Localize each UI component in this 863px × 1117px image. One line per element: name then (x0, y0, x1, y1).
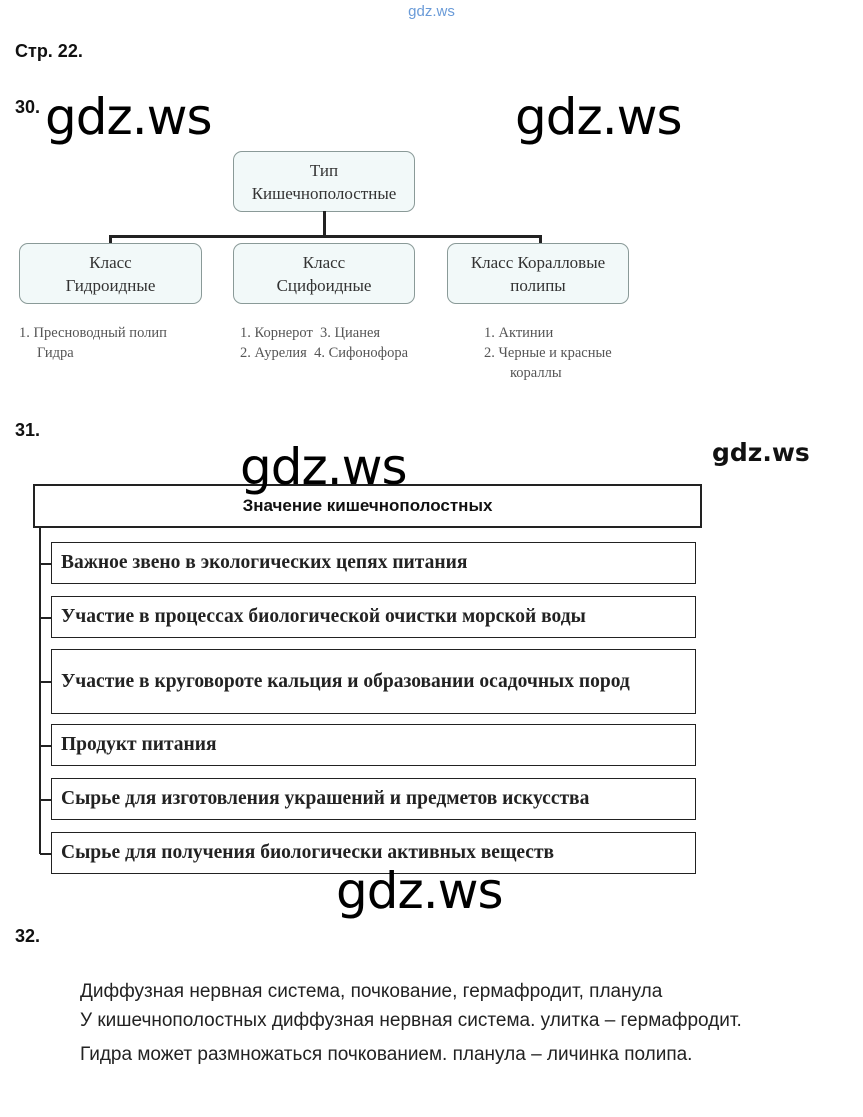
connector (109, 235, 112, 244)
task-31-number: 31. (15, 420, 41, 440)
node-line: Тип (309, 160, 339, 180)
connector (539, 235, 542, 244)
node-line: Класс Коралловые (470, 252, 606, 272)
significance-item: Продукт питания (51, 724, 696, 766)
task-32-number: 32. (15, 926, 41, 946)
significance-title: Значение кишечнополостных (33, 484, 702, 528)
watermark: gdz.ws (45, 88, 213, 146)
node-line: Кишечнополостные (251, 183, 397, 203)
significance-item: Участие в круговороте кальция и образова… (51, 649, 696, 714)
significance-item: Сырье для получения биологически активны… (51, 832, 696, 874)
site-link[interactable]: gdz.ws (408, 3, 455, 20)
watermark: gdz.ws (515, 88, 683, 146)
node-line: Сцифоидные (276, 275, 372, 295)
watermark: gdz.ws (336, 862, 504, 920)
watermark: gdz.ws (240, 438, 408, 496)
watermark: gdz.ws (712, 438, 810, 467)
page-label: Стр. 22. (15, 41, 83, 61)
answer-line: Диффузная нервная система, почкование, г… (80, 981, 663, 1002)
connector (109, 235, 541, 238)
significance-item: Сырье для изготовления украшений и предм… (51, 778, 696, 820)
node-line: полипы (510, 275, 566, 295)
connector (323, 211, 326, 238)
node-line: Класс (89, 252, 132, 272)
node-line: Класс (302, 252, 346, 272)
task-30-number: 30. (15, 97, 41, 117)
connector (39, 526, 41, 854)
answer-line: У кишечнополостных диффузная нервная сис… (80, 1010, 742, 1031)
significance-item: Важное звено в экологических цепях питан… (51, 542, 696, 584)
significance-item: Участие в процессах биологической очистк… (51, 596, 696, 638)
class-node: Класс Коралловые полипы (447, 243, 629, 304)
node-line: Гидроидные (65, 275, 156, 295)
answer-line: Гидра может размножаться почкованием. пл… (80, 1044, 693, 1065)
